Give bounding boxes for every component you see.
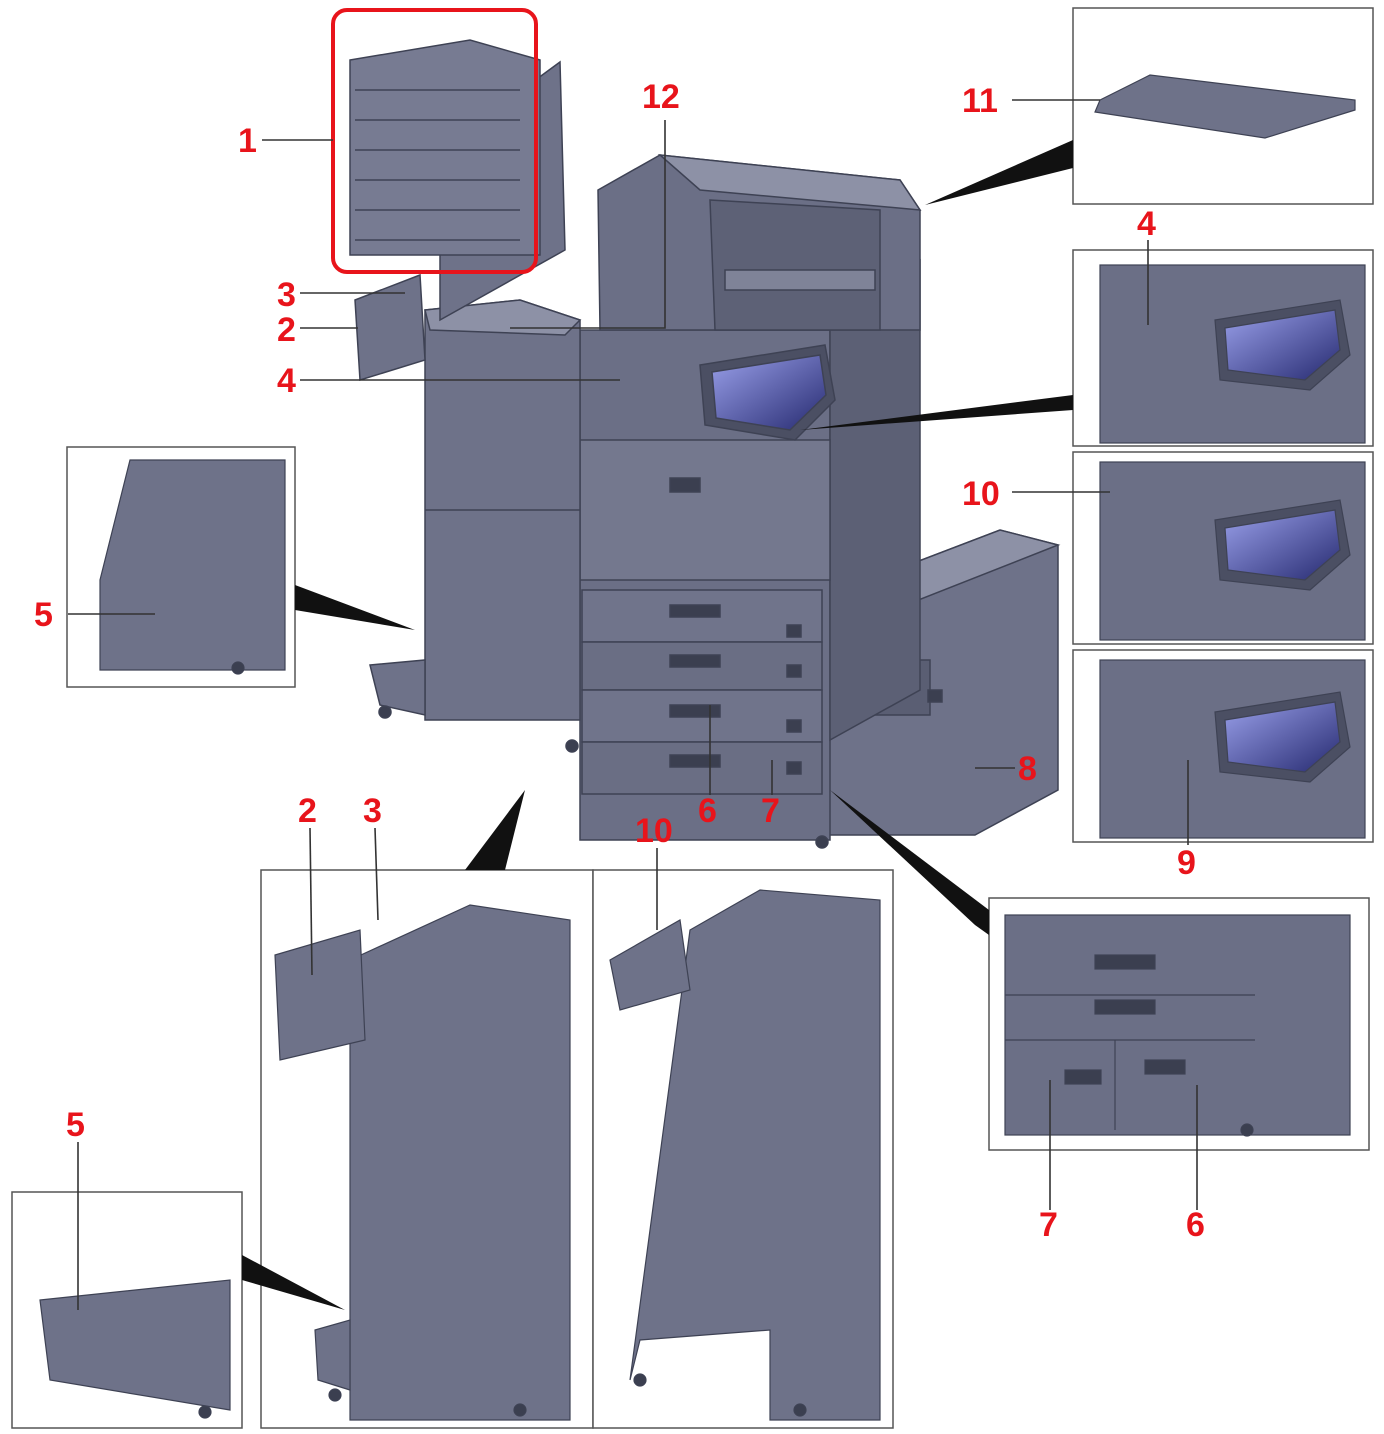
callout-2-bottom: 2 xyxy=(298,792,317,830)
callout-4-inset: 4 xyxy=(1137,205,1156,243)
callout-3-bottom: 3 xyxy=(363,792,382,830)
mailbox-highlight-box xyxy=(331,8,538,274)
callout-10: 10 xyxy=(962,475,1000,513)
callout-6-bottom: 6 xyxy=(1186,1206,1205,1244)
callout-7: 7 xyxy=(761,792,780,830)
callout-9: 9 xyxy=(1177,844,1196,882)
caster-wheel-icon xyxy=(378,705,829,849)
callout-2: 2 xyxy=(277,311,296,349)
callout-7-bottom: 7 xyxy=(1039,1206,1058,1244)
mailbox xyxy=(349,39,566,322)
callout-8: 8 xyxy=(1018,750,1037,788)
callout-3: 3 xyxy=(277,276,296,314)
booklet-tray xyxy=(354,273,426,381)
paper-cassettes xyxy=(581,589,823,795)
inset-contents xyxy=(39,74,1366,1421)
pointer-wedges xyxy=(242,140,1073,1310)
finisher xyxy=(369,299,582,721)
callout-4: 4 xyxy=(277,362,296,400)
callout-1: 1 xyxy=(238,122,257,160)
callout-5: 5 xyxy=(34,596,53,634)
main-machine xyxy=(349,39,1061,849)
document-processor xyxy=(597,154,922,331)
callout-12: 12 xyxy=(642,78,680,116)
leader-lines xyxy=(68,99,1198,1310)
callout-6: 6 xyxy=(698,792,717,830)
callout-10-bottom: 10 xyxy=(635,812,673,850)
touch-panel-icon xyxy=(699,344,836,441)
callout-11: 11 xyxy=(962,82,998,120)
callout-5-bottom: 5 xyxy=(66,1106,85,1144)
